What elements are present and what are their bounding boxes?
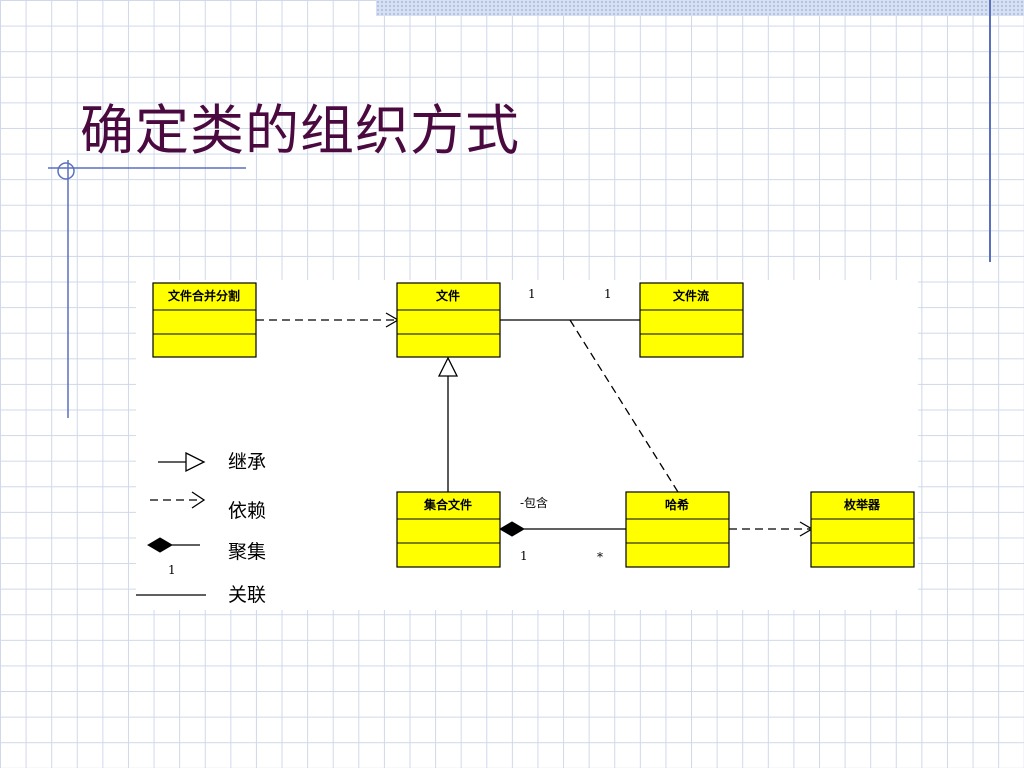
legend: 继承 依赖 1 聚集 关联 <box>136 451 266 606</box>
legend-multiplicity: 1 <box>168 563 176 577</box>
diagram-background <box>136 280 918 610</box>
legend-dependency: 依赖 <box>150 491 266 522</box>
class-name: 哈希 <box>665 497 689 512</box>
legend-aggregation: 1 聚集 <box>147 537 266 577</box>
class-name: 文件合并分割 <box>168 288 240 303</box>
slide-title: 确定类的组织方式 <box>80 99 520 162</box>
dependency-hash-to-enumerator <box>729 521 814 537</box>
top-decoration-band <box>376 0 1024 16</box>
class-file-merge-split: 文件合并分割 <box>152 282 257 358</box>
class-hash: 哈希 <box>625 491 730 568</box>
class-name: 集合文件 <box>423 497 472 512</box>
multiplicity-part: * <box>597 550 603 564</box>
legend-label: 聚集 <box>228 541 266 563</box>
legend-label: 关联 <box>228 584 266 606</box>
inheritance-collection-to-file <box>437 356 459 492</box>
dependency-hash-to-association <box>569 319 679 493</box>
multiplicity-stream: 1 <box>604 287 612 301</box>
class-name: 枚举器 <box>844 497 881 512</box>
legend-association: 关联 <box>136 584 266 606</box>
aggregation-collection-hash <box>499 521 626 537</box>
class-name: 文件 <box>436 288 460 303</box>
class-enumerator: 枚举器 <box>810 491 915 568</box>
legend-inheritance: 继承 <box>158 451 266 473</box>
dependency-merge-to-file <box>256 312 400 328</box>
class-collection-file: 集合文件 <box>396 491 501 568</box>
class-file: 文件 <box>396 282 501 358</box>
role-contains: -包含 <box>520 495 548 510</box>
multiplicity-whole: 1 <box>520 549 528 563</box>
multiplicity-file: 1 <box>528 287 536 301</box>
class-file-stream: 文件流 <box>639 282 744 358</box>
legend-label: 依赖 <box>228 500 266 522</box>
class-name: 文件流 <box>673 288 709 303</box>
legend-label: 继承 <box>228 451 266 473</box>
